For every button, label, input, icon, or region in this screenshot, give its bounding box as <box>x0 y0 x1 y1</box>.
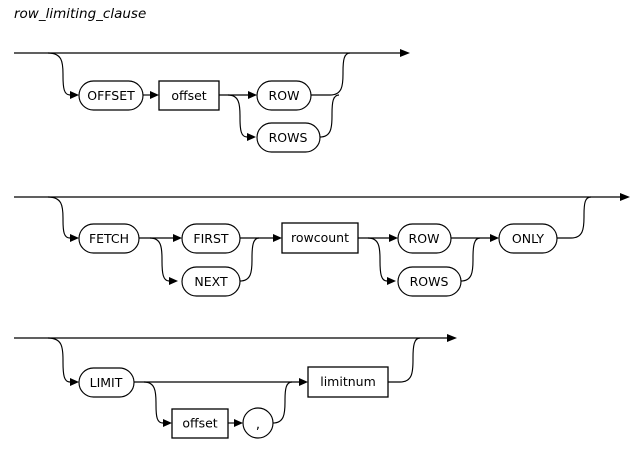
node-row-keyword-label: ROW <box>269 88 300 103</box>
node-only-keyword-label: ONLY <box>512 231 544 246</box>
arrow-into-rows-keyword <box>247 133 256 141</box>
rail-rowcount-to-rows <box>367 237 388 282</box>
arrow-into-offset-keyword <box>70 91 79 99</box>
arrow-into-rows-keyword-2 <box>387 277 396 285</box>
arrow-into-row-keyword-2 <box>389 234 398 242</box>
arrow-into-comma-separator <box>234 419 243 427</box>
rail-limitnum-merge-up <box>388 337 421 383</box>
arrow-into-first-keyword <box>173 234 182 242</box>
rail-limit-to-offset <box>143 381 164 424</box>
arrow-into-limitnum-value <box>299 378 308 386</box>
node-rowcount-value-label: rowcount <box>291 230 349 245</box>
rail-rows-merge-up <box>319 94 340 138</box>
arrow-fetch-main-end <box>620 193 630 201</box>
section-offset-clause: OFFSET offset ROW ROWS <box>14 49 410 153</box>
node-first-keyword-label: FIRST <box>193 231 228 246</box>
rail-fetch-to-next <box>149 237 170 282</box>
arrow-into-limit-keyword <box>70 378 79 386</box>
diagram-title: row_limiting_clause <box>14 6 146 22</box>
arrow-limit-main-end <box>447 334 457 342</box>
node-next-keyword-label: NEXT <box>194 274 228 289</box>
rail-row-merge-up <box>311 52 351 96</box>
node-offset-keyword-label: OFFSET <box>87 88 135 103</box>
node-rows-keyword-label: ROWS <box>269 130 308 145</box>
rail-offset-branch-in <box>47 52 71 96</box>
node-comma-separator-label: , <box>256 418 260 433</box>
rail-comma-merge-up <box>272 381 293 424</box>
rail-only-merge-up <box>557 196 592 239</box>
arrow-into-row-keyword <box>248 91 257 99</box>
node-rows-keyword-2-label: ROWS <box>410 274 449 289</box>
section-fetch-clause: FETCH FIRST NEXT rowcount <box>14 193 630 297</box>
arrow-into-next-keyword <box>169 277 178 285</box>
arrow-into-limit-offset-value <box>163 419 172 427</box>
node-limit-keyword-label: LIMIT <box>90 375 123 390</box>
rail-fetch-branch-in <box>47 196 71 239</box>
rail-offsetbox-to-rows <box>227 94 248 138</box>
rail-next-merge-up <box>239 237 260 282</box>
arrow-into-offset-value <box>150 91 159 99</box>
section-limit-clause: LIMIT offset , limitnum <box>14 334 457 439</box>
node-rowcount-value <box>281 222 359 254</box>
arrow-into-fetch-keyword <box>70 234 79 242</box>
node-limitnum-value-label: limitnum <box>320 374 376 389</box>
node-row-keyword-2-label: ROW <box>409 231 440 246</box>
rail-limit-branch-in <box>47 337 71 383</box>
node-limit-offset-value-label: offset <box>182 416 217 431</box>
node-offset-value-label: offset <box>171 88 206 103</box>
arrow-into-rowcount-value <box>273 234 282 242</box>
arrow-offset-main-end <box>400 49 410 57</box>
node-limitnum-value <box>307 366 389 398</box>
rail-rows-2-merge-up <box>460 237 481 282</box>
node-fetch-keyword-label: FETCH <box>89 231 129 246</box>
arrow-into-only-keyword <box>490 234 499 242</box>
